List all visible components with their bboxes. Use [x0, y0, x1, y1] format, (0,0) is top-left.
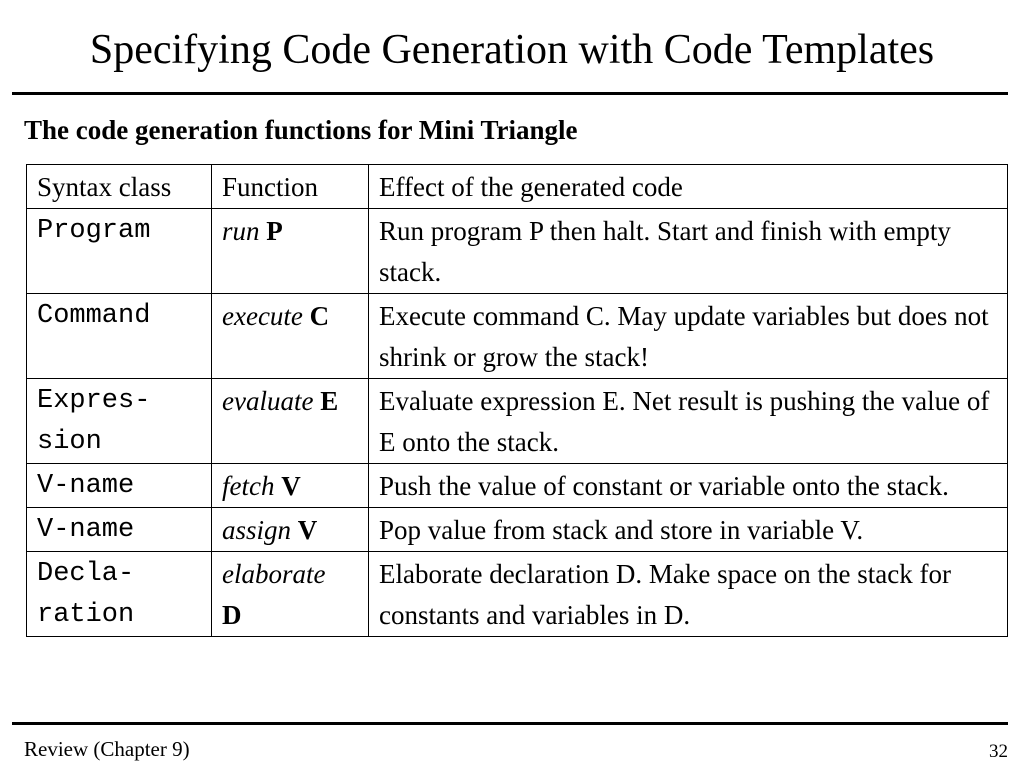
syntax-class-cell: V-name	[26, 507, 212, 552]
syntax-class-cell: Program	[26, 208, 212, 294]
footer-chapter-label: Review (Chapter 9)	[24, 737, 190, 761]
function-cell: execute C	[211, 293, 369, 379]
footer-divider	[12, 722, 1008, 725]
function-cell: fetch V	[211, 463, 369, 508]
function-name: elaborate	[222, 559, 326, 589]
header-effect: Effect of the generated code	[368, 164, 1008, 209]
function-argument: D	[222, 600, 242, 630]
syntax-class-cell: Command	[26, 293, 212, 379]
function-cell: run P	[211, 208, 369, 294]
table-row: Program run P Run program P then halt. S…	[26, 208, 1008, 294]
effect-cell: Push the value of constant or variable o…	[368, 463, 1008, 508]
function-argument: V	[297, 515, 318, 545]
function-cell: evaluate E	[211, 378, 369, 464]
function-argument: P	[266, 216, 283, 246]
header-function: Function	[211, 164, 369, 209]
effect-cell: Pop value from stack and store in variab…	[368, 507, 1008, 552]
function-name: assign	[222, 515, 292, 545]
function-name: run	[222, 216, 260, 246]
effect-cell: Evaluate expression E. Net result is pus…	[368, 378, 1008, 464]
page-number: 32	[989, 741, 1008, 762]
syntax-class-cell: V-name	[26, 463, 212, 508]
function-argument: C	[309, 301, 330, 331]
effect-cell: Execute command C. May update variables …	[368, 293, 1008, 379]
table-header-row: Syntax class Function Effect of the gene…	[26, 164, 1008, 209]
syntax-class-cell: Expres-sion	[26, 378, 212, 464]
table-row: V-name assign V Pop value from stack and…	[26, 507, 1008, 552]
function-cell: assign V	[211, 507, 369, 552]
effect-cell: Run program P then halt. Start and finis…	[368, 208, 1008, 294]
slide-title: Specifying Code Generation with Code Tem…	[89, 27, 935, 73]
function-name: fetch	[222, 471, 275, 501]
function-argument: V	[281, 471, 301, 501]
slide-subtitle: The code generation functions for Mini T…	[24, 115, 578, 145]
function-name: execute	[222, 301, 303, 331]
effect-cell: Elaborate declaration D. Make space on t…	[368, 551, 1008, 637]
table-row: Command execute C Execute command C. May…	[26, 293, 1008, 379]
syntax-class-cell: Decla-ration	[26, 551, 212, 637]
function-argument: E	[320, 386, 339, 416]
table-row: V-name fetch V Push the value of constan…	[26, 463, 1008, 508]
code-generation-table: Syntax class Function Effect of the gene…	[26, 164, 1008, 637]
header-syntax-class: Syntax class	[26, 164, 212, 209]
title-divider	[12, 92, 1008, 95]
function-name: evaluate	[222, 386, 314, 416]
table-row: Expres-sion evaluate E Evaluate expressi…	[26, 378, 1008, 464]
